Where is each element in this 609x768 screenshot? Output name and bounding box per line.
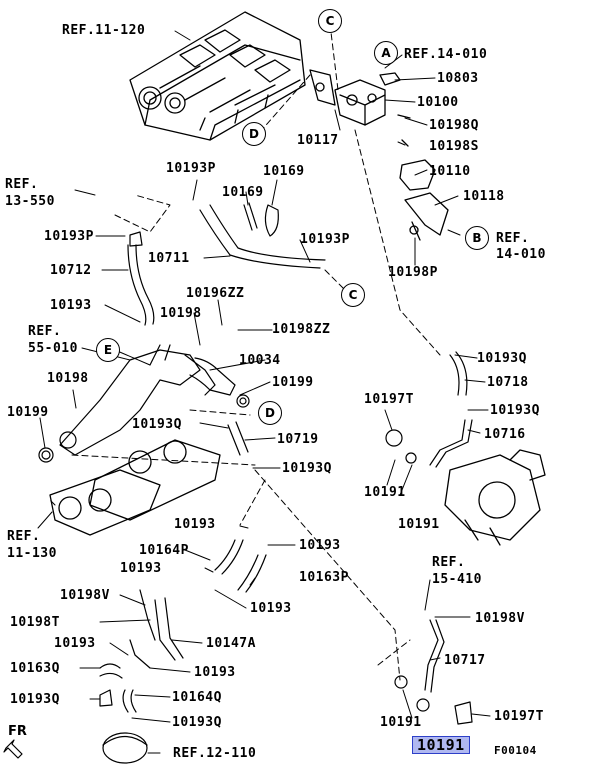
figure-code: F00104 [494,744,537,757]
part-10198s-label: 10198S [429,139,479,154]
ref-13-550-label-line1: REF. [5,177,39,192]
ref-14-010-label-line1: REF. [496,231,530,246]
part-10718-label: 10718 [487,375,529,390]
highlighted-part-label[interactable]: 10191 [412,736,470,754]
ref-55-010-label-line2: 55-010 [28,341,78,356]
ref-14-010-label-line2: 14-010 [496,247,546,262]
part-10712-label: 10712 [50,263,92,278]
ref-11-130-label-line1: REF. [7,529,41,544]
front-direction-label: FR [8,724,27,739]
turbocharger-drawing [444,449,546,546]
part-10169-label: 10169 [263,164,305,179]
part-10199-label: 10199 [272,375,314,390]
cylinder-head-drawing [129,11,306,141]
part-10198p-label: 10198P [388,265,438,280]
ref-11-120-label: REF.11-120 [62,23,146,38]
part-10193q-label: 10193Q [132,417,182,432]
part-10163q-label: 10163Q [10,661,60,676]
callout-b: B [465,226,489,250]
part-10198t-label: 10198T [10,615,60,630]
ref-15-410-label-line2: 15-410 [432,572,482,587]
part-10193-label: 10193 [299,538,341,553]
part-10717-label: 10717 [444,653,486,668]
part-10803-label: 10803 [437,71,479,86]
callout-e: E [96,338,120,362]
part-10197t-label: 10197T [364,392,414,407]
part-10193-label: 10193 [174,517,216,532]
thermostat-housing-drawing [309,69,449,241]
part-10198zz-label: 10198ZZ [272,322,331,337]
part-10193q-label: 10193Q [477,351,527,366]
callout-a: A [374,41,398,65]
leader-lines [37,30,491,754]
part-10100-label: 10100 [417,95,459,110]
part-10716-label: 10716 [484,427,526,442]
part-10193p-label: 10193P [300,232,350,247]
manifold-drawing [49,439,221,536]
part-10193q-label: 10193Q [282,461,332,476]
part-10147a-label: 10147A [206,636,256,651]
callout-c: C [341,283,365,307]
part-10198v-label: 10198V [60,588,110,603]
ref-12-110-label: REF.12-110 [173,746,257,761]
part-10191-label: 10191 [364,485,406,500]
part-10193q-label: 10193Q [172,715,222,730]
ref-11-130-label-line2: 11-130 [7,546,57,561]
part-10711-label: 10711 [148,251,190,266]
callout-d: D [258,401,282,425]
part-10197t-label: 10197T [494,709,544,724]
part-10196zz-label: 10196ZZ [186,286,245,301]
part-10198-label: 10198 [160,306,202,321]
ref-14-010-top-label: REF.14-010 [404,47,488,62]
ref-13-550-label-line2: 13-550 [5,194,55,209]
callout-c: C [318,9,342,33]
callout-d: D [242,122,266,146]
part-10169-label: 10169 [222,185,264,200]
part-10110-label: 10110 [429,164,471,179]
part-10193-label: 10193 [250,601,292,616]
part-10199-label: 10199 [7,405,49,420]
part-10193-label: 10193 [120,561,162,576]
part-10117-label: 10117 [297,133,339,148]
front-arrow [3,739,23,759]
pipes-drawing [38,202,473,468]
part-10193q-label: 10193Q [10,692,60,707]
part-10193p-label: 10193P [166,161,216,176]
ref-55-010-label-line1: REF. [28,324,62,339]
part-10193-label: 10193 [194,665,236,680]
part-10719-label: 10719 [277,432,319,447]
part-10198-label: 10198 [47,371,89,386]
part-10191-label: 10191 [380,715,422,730]
part-10198q-label: 10198Q [429,118,479,133]
part-10193-label: 10193 [54,636,96,651]
part-10118-label: 10118 [463,189,505,204]
part-10163p-label: 10163P [299,570,349,585]
part-10164q-label: 10164Q [172,690,222,705]
part-10193-label: 10193 [50,298,92,313]
ref-15-410-label-line1: REF. [432,555,466,570]
part-10034-label: 10034 [239,353,281,368]
part-10164p-label: 10164P [139,543,189,558]
part-10193p-label: 10193P [44,229,94,244]
dashed-connectors [49,23,441,681]
part-10198v-label: 10198V [475,611,525,626]
part-10191-label: 10191 [398,517,440,532]
part-10193q-label: 10193Q [490,403,540,418]
